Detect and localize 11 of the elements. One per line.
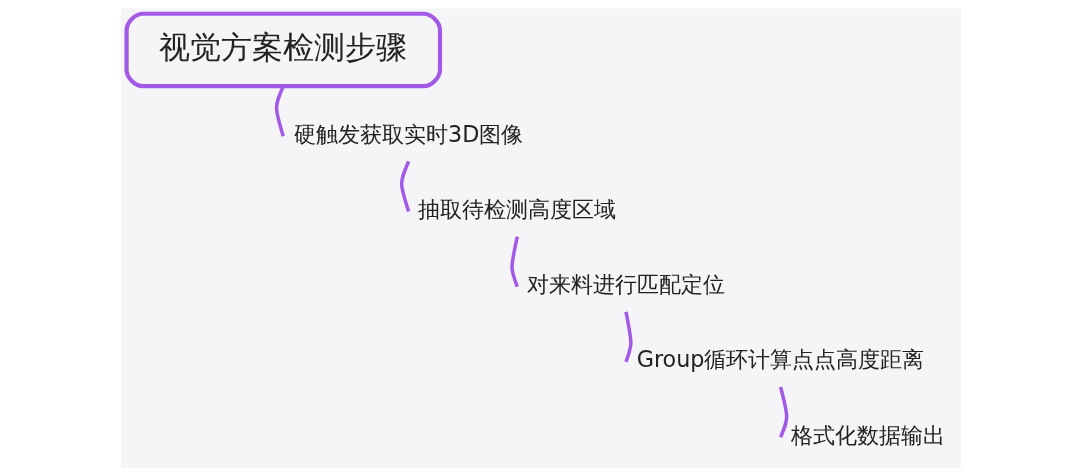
node-box: 视觉方案检测步骤 xyxy=(124,11,443,89)
connector xyxy=(274,85,285,137)
connector xyxy=(778,386,789,438)
node-text: Group循环计算点点高度距离 xyxy=(636,346,925,373)
node-text: 硬触发获取实时3D图像 xyxy=(294,120,524,147)
connector xyxy=(399,160,411,213)
connector xyxy=(624,311,633,363)
node-text: 对来料进行匹配定位 xyxy=(526,271,725,298)
node-text: 抽取待检测高度区域 xyxy=(418,195,617,222)
node-text: 格式化数据输出 xyxy=(791,421,946,448)
connector xyxy=(510,236,519,288)
